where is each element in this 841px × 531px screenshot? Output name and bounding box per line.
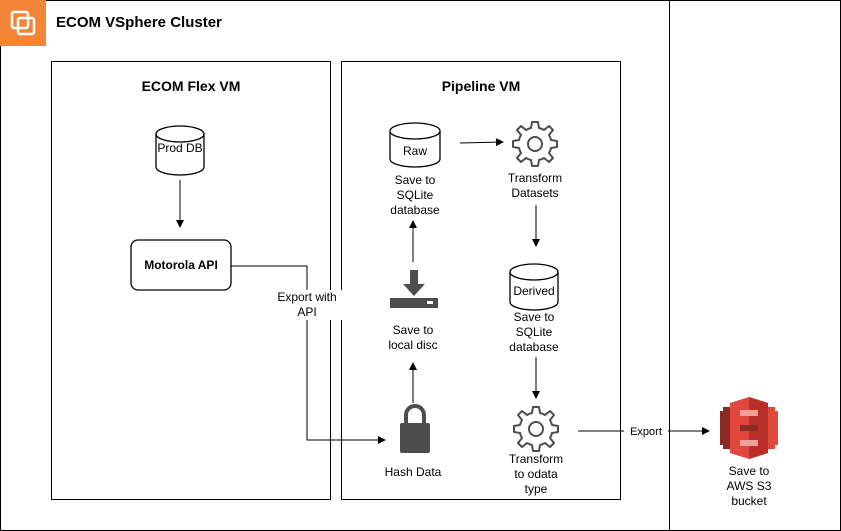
hash-data-label: Hash Data [384, 465, 442, 479]
raw-label: Raw [402, 144, 427, 158]
flex-vm-box [51, 61, 331, 500]
save-local-disc-label: Save to local disc [388, 323, 438, 352]
transform-odata-label: Transform to odata type [508, 452, 564, 496]
motorola-api-box [130, 239, 232, 291]
download-disk-icon [390, 270, 438, 310]
pipeline-vm-title: Pipeline VM [441, 78, 521, 94]
pipeline-vm-box [341, 61, 621, 500]
derived-db-cylinder-icon [509, 263, 559, 311]
aws-s3-bucket-icon [720, 395, 778, 461]
transform-datasets-gear-icon [511, 120, 559, 168]
prod-db-cylinder-icon [155, 125, 205, 176]
export-label: Export [624, 425, 668, 440]
derived-label: Derived [513, 284, 555, 298]
transform-datasets-label: Transform Datasets [507, 171, 563, 200]
vsphere-logo-icon [0, 0, 46, 46]
raw-db-cylinder-icon [389, 122, 441, 168]
flex-vm-title: ECOM Flex VM [141, 78, 241, 94]
cluster-title: ECOM VSphere Cluster [56, 14, 222, 31]
export-with-api-label: Export with API [272, 290, 342, 320]
save-derived-sqlite-label: Save to SQLite database [509, 310, 559, 354]
aws-s3-label: Save to AWS S3 bucket [726, 464, 772, 508]
save-raw-sqlite-label: Save to SQLite database [390, 173, 440, 217]
transform-odata-gear-icon [512, 405, 560, 453]
motorola-api-label: Motorola API [144, 258, 218, 272]
lock-icon [400, 402, 430, 454]
prod-db-label: Prod DB [157, 141, 203, 155]
